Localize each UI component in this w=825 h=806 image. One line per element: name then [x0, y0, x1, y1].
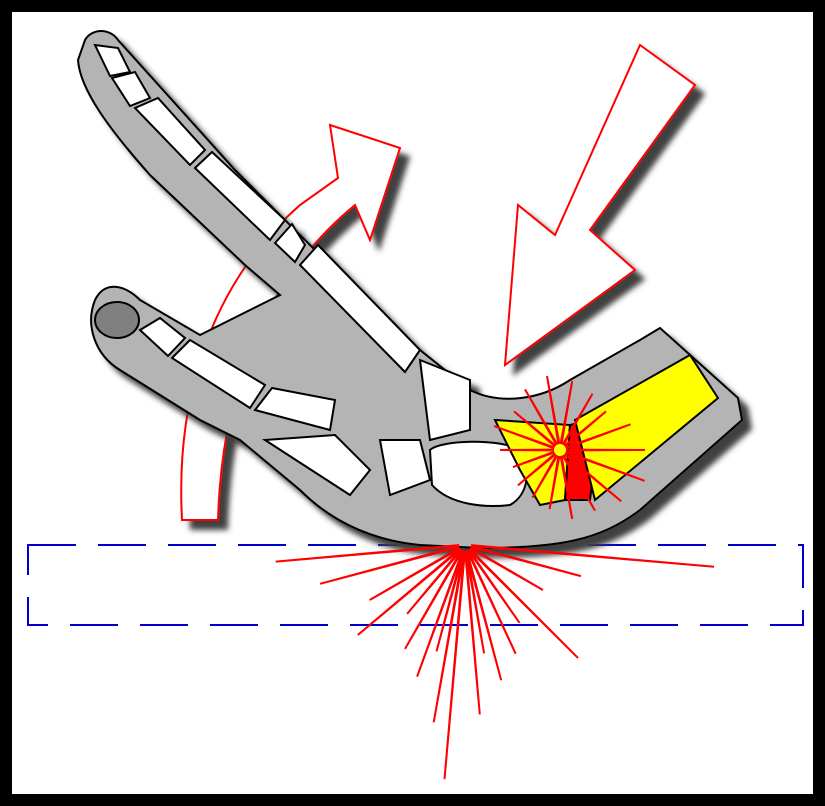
downward-force-arrow	[505, 45, 695, 365]
ground-impact-ray	[370, 548, 460, 600]
wrist-impact-ray	[500, 450, 554, 451]
wrist-impact-ray	[566, 450, 645, 451]
diagram-canvas	[12, 12, 813, 794]
ground-impact-ray	[469, 549, 578, 658]
wrist-fracture-diagram	[12, 12, 813, 794]
